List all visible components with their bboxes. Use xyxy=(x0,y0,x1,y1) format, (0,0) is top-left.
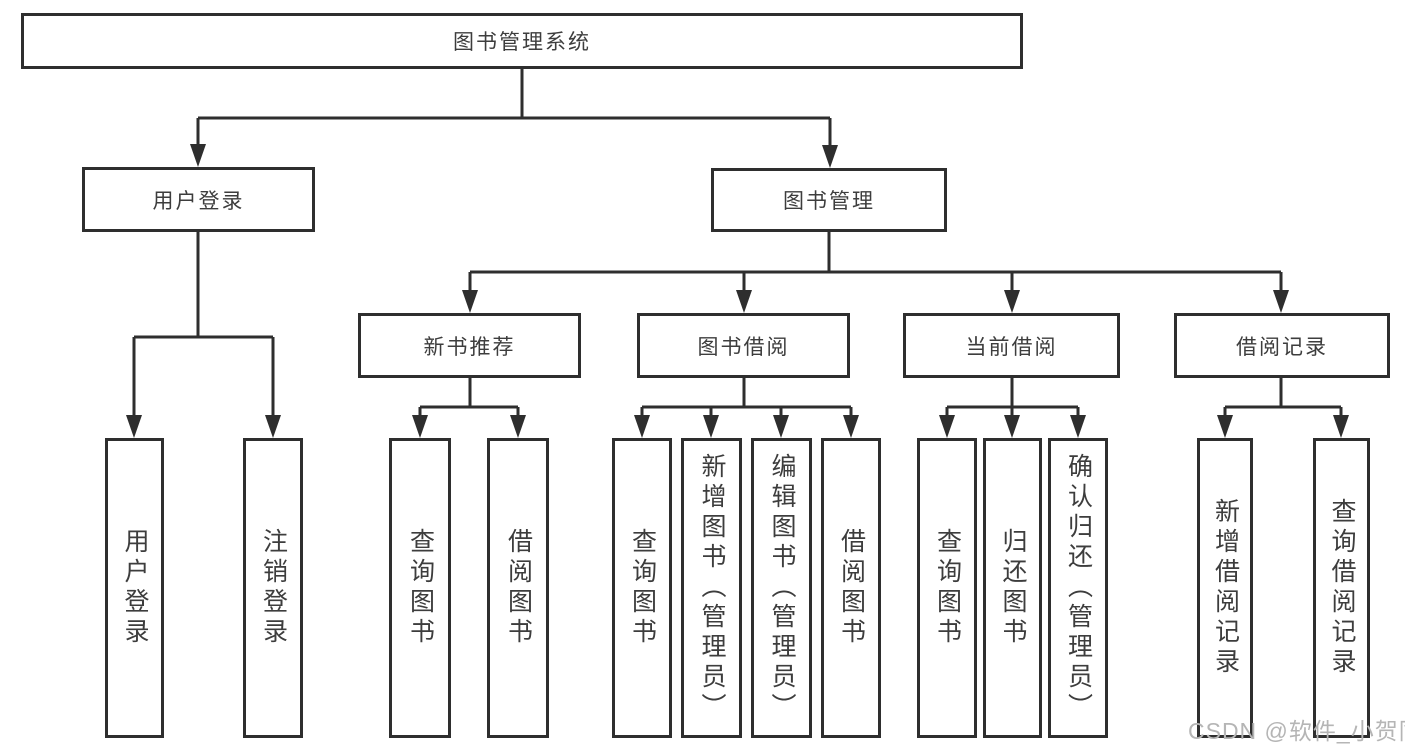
node-book-management-label: 图书管理 xyxy=(783,190,875,213)
connector-new-book-branch xyxy=(418,378,520,417)
node-current-borrow-label: 当前借阅 xyxy=(965,335,1058,359)
connector-user-login-branch xyxy=(132,232,275,417)
leaf-add-borrow-record: 新增借阅记录 xyxy=(1197,438,1253,738)
leaf-add-borrow-record-label: 新增借阅记录 xyxy=(1211,498,1240,678)
arrowhead xyxy=(634,415,650,438)
leaf-query-books-borrow: 查询图书 xyxy=(612,438,672,738)
arrowhead xyxy=(939,415,955,438)
leaf-query-books-current-label: 查询图书 xyxy=(933,528,962,648)
node-current-borrow: 当前借阅 xyxy=(903,313,1120,378)
leaf-query-books-recommend: 查询图书 xyxy=(389,438,451,738)
arrowhead xyxy=(510,415,526,438)
leaf-return-book: 归还图书 xyxy=(983,438,1042,738)
connector-current-borrow-branch xyxy=(945,378,1080,417)
arrowhead xyxy=(1333,415,1349,438)
arrowhead xyxy=(822,145,838,168)
arrowhead xyxy=(265,415,281,438)
arrowhead xyxy=(412,415,428,438)
node-book-borrow: 图书借阅 xyxy=(637,313,850,378)
node-root-label: 图书管理系统 xyxy=(453,31,591,54)
node-root: 图书管理系统 xyxy=(21,13,1023,69)
arrowhead xyxy=(190,144,206,167)
node-book-management: 图书管理 xyxy=(711,168,947,232)
arrowhead xyxy=(1004,415,1020,438)
connector-book-management-branch xyxy=(468,232,1283,292)
arrowhead xyxy=(462,290,478,313)
arrowhead xyxy=(736,290,752,313)
node-borrow-records-label: 借阅记录 xyxy=(1236,335,1328,359)
node-book-borrow-label: 图书借阅 xyxy=(697,335,790,359)
leaf-confirm-return-admin-label: 确认归还（管理员） xyxy=(1064,453,1093,723)
node-user-login-label: 用户登录 xyxy=(152,189,245,213)
leaf-borrow-books-recommend: 借阅图书 xyxy=(487,438,549,738)
leaf-logout-label: 注销登录 xyxy=(259,528,288,648)
arrowhead xyxy=(1273,290,1289,313)
node-new-book-recommend-label: 新书推荐 xyxy=(423,335,516,359)
leaf-borrow-books-recommend-label: 借阅图书 xyxy=(504,528,533,648)
leaf-borrow-books-borrow-label: 借阅图书 xyxy=(837,528,866,648)
arrowhead xyxy=(843,415,859,438)
leaf-borrow-books-borrow: 借阅图书 xyxy=(821,438,881,738)
watermark: CSDN @软件_小贺同学 xyxy=(1188,718,1405,744)
arrowhead xyxy=(126,415,142,438)
leaf-query-borrow-record-label: 查询借阅记录 xyxy=(1328,498,1356,678)
leaf-edit-book-admin-label: 编辑图书（管理员） xyxy=(768,453,796,723)
arrowhead xyxy=(703,415,719,438)
connector-root-to-level2 xyxy=(196,67,832,147)
leaf-confirm-return-admin: 确认归还（管理员） xyxy=(1048,438,1108,738)
leaf-add-book-admin: 新增图书（管理员） xyxy=(681,438,742,738)
leaf-return-book-label: 归还图书 xyxy=(999,528,1027,648)
leaf-user-login: 用户登录 xyxy=(105,438,164,738)
leaf-add-book-admin-label: 新增图书（管理员） xyxy=(698,453,726,723)
leaf-logout: 注销登录 xyxy=(243,438,303,738)
leaf-query-borrow-record: 查询借阅记录 xyxy=(1313,438,1370,738)
arrowhead xyxy=(773,415,789,438)
leaf-query-books-borrow-label: 查询图书 xyxy=(628,528,657,648)
arrowhead xyxy=(1004,290,1020,313)
leaf-query-books-recommend-label: 查询图书 xyxy=(406,528,435,648)
arrowhead xyxy=(1217,415,1233,438)
arrowhead xyxy=(1070,415,1086,438)
connector-borrow-records-branch xyxy=(1223,378,1343,417)
connector-book-borrow-branch xyxy=(640,378,853,417)
node-borrow-records: 借阅记录 xyxy=(1174,313,1390,378)
leaf-user-login-label: 用户登录 xyxy=(121,528,149,648)
leaf-edit-book-admin: 编辑图书（管理员） xyxy=(751,438,812,738)
node-new-book-recommend: 新书推荐 xyxy=(358,313,581,378)
leaf-query-books-current: 查询图书 xyxy=(917,438,977,738)
node-user-login: 用户登录 xyxy=(82,167,315,232)
